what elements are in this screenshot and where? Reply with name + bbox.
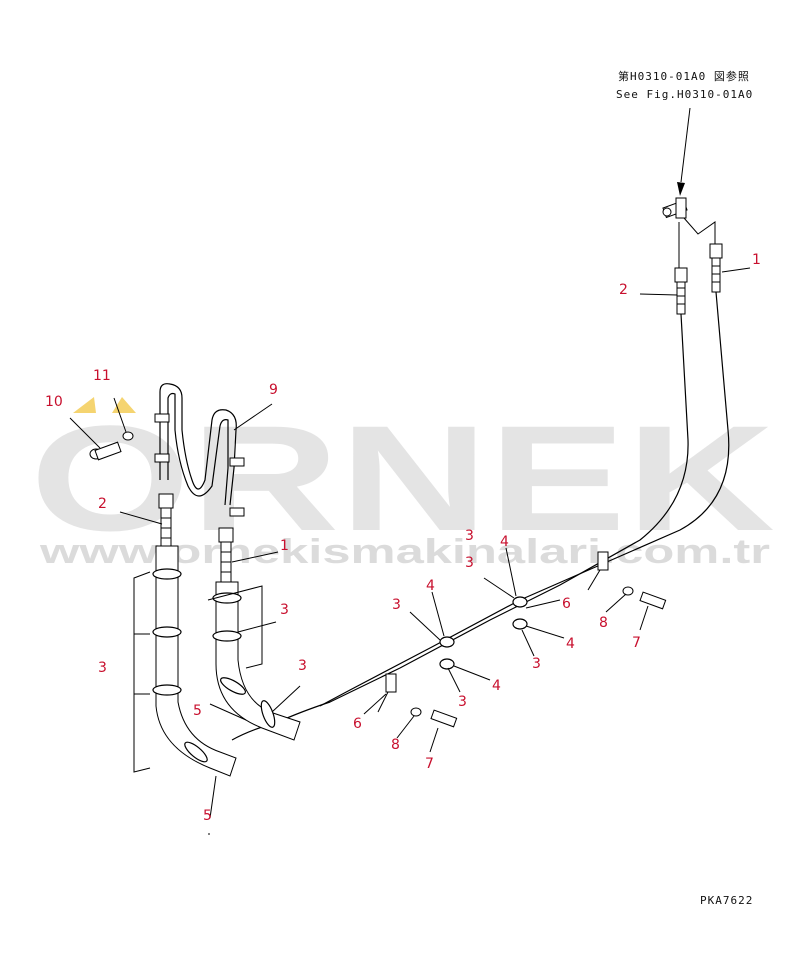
hose-fitting-left-1 [218,527,234,583]
hose-line-outer [319,291,730,707]
sleeve-clamps [152,568,276,763]
callout-1-right: 1 [752,252,761,268]
callout-7-mid: 7 [425,756,434,772]
callout-6-mid: 6 [353,716,362,732]
callout-3-a: 3 [280,602,289,618]
bracket-right [587,551,609,591]
callout-4-c: 4 [566,636,575,652]
callout-4-b: 4 [426,578,435,594]
sleeve-left-outer [155,545,237,777]
callout-1-left: 1 [280,538,289,554]
callout-3-f: 3 [532,656,541,672]
callout-4-a: 4 [500,534,509,550]
bolt-left [89,441,122,461]
sleeve-left-inner [215,581,301,741]
reference-note-jp: 第H0310-01A0 図参照 [618,69,750,83]
callout-9: 9 [269,382,278,398]
group-bracket-left [133,571,151,773]
hose-fitting-top-2 [674,267,688,315]
callout-8-right: 8 [599,615,608,631]
tee-fitting [662,197,716,244]
hose-fitting-left-2 [158,493,174,547]
reference-arrow-line [680,107,691,183]
callout-5-a: 5 [193,703,202,719]
bracket-mid [377,673,397,713]
callout-3-g: 3 [465,528,474,544]
bolt-right [622,586,667,610]
callout-3-c: 3 [298,658,307,674]
callout-6-right: 6 [562,596,571,612]
reference-arrow-head [677,182,685,196]
tube-clips [154,413,245,517]
watermark-brand: ORNEK [30,394,775,562]
reference-note-en: See Fig.H0310-01A0 [616,88,753,101]
callout-7-right: 7 [632,635,641,651]
tube-9 [159,383,237,506]
hose-fitting-top-1 [709,243,723,293]
callout-5-b: 5 [203,808,212,824]
callout-3-h: 3 [458,694,467,710]
callout-10: 10 [45,394,63,410]
clamp-pair-mid [439,636,455,670]
callout-3-e: 3 [392,597,401,613]
clamp-pair-right [512,596,528,630]
watermark-accent-left [73,397,96,413]
leader-lines [69,267,751,819]
callout-11: 11 [93,368,111,384]
watermark: ORNEK www.ornekismakinalari.com.tr [30,394,775,571]
washer-left [122,431,134,441]
group-bracket-inner [207,585,263,669]
callout-3-d: 3 [465,555,474,571]
drawing-code: PKA7622 [700,894,753,907]
callouts: 1 2 9 11 10 2 1 3 3 3 5 5 4 3 6 4 3 4 3 … [45,252,761,824]
bolt-mid [410,707,458,728]
callout-8-mid: 8 [391,737,400,753]
callout-2-left: 2 [98,496,107,512]
callout-4-d: 4 [492,678,501,694]
callout-2-right: 2 [619,282,628,298]
callout-3-b: 3 [98,660,107,676]
